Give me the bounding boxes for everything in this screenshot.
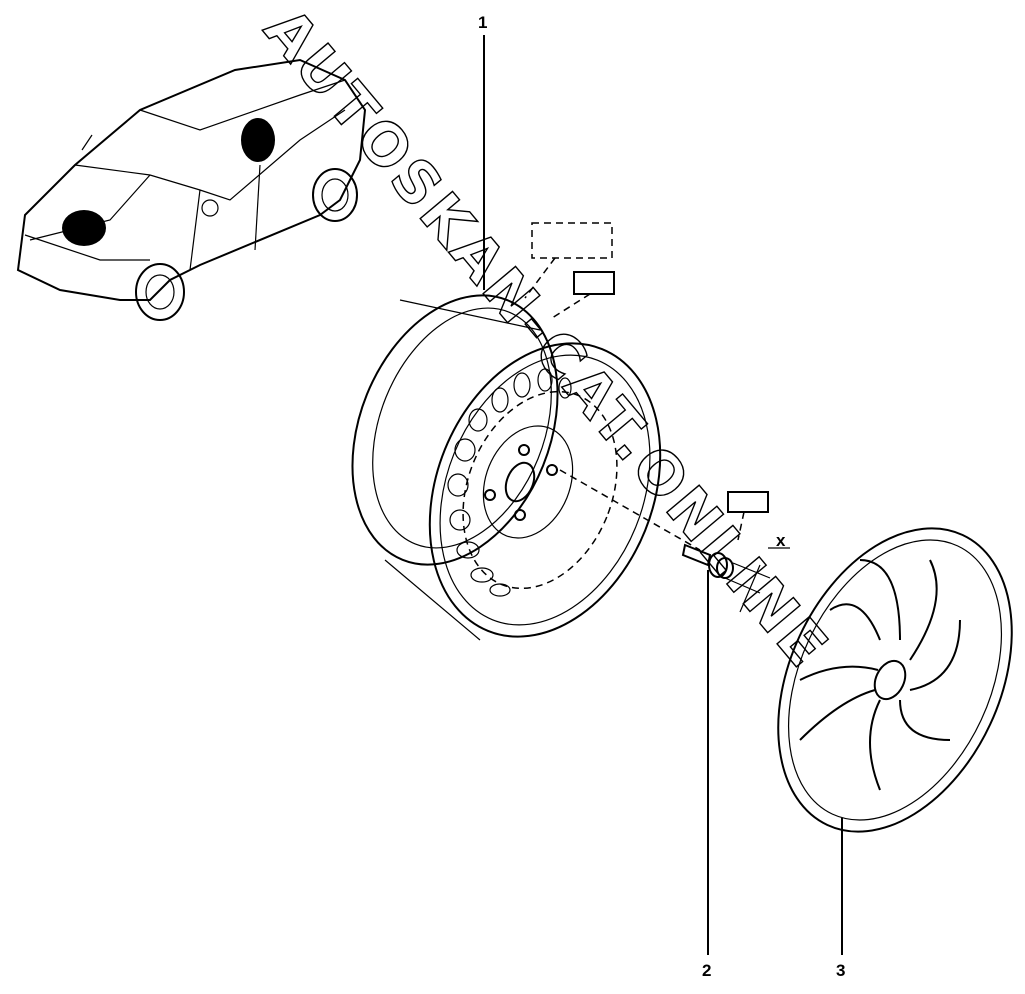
highlight-marker-rear — [241, 118, 275, 162]
car-overview-illustration — [16, 58, 367, 321]
highlight-marker-front — [62, 210, 106, 246]
wheel-bolt-illustration — [681, 543, 790, 613]
wheel-rim-illustration — [351, 294, 662, 641]
optional-label-box — [531, 222, 613, 259]
watermark: AUTOSKAN-CAT.ONLINE — [251, 0, 843, 682]
hubcap-illustration — [777, 527, 1013, 833]
callout-1: 1 — [478, 13, 487, 32]
label-box — [573, 271, 615, 295]
callout-2: 2 — [702, 961, 711, 980]
callout-3: 3 — [836, 961, 845, 980]
dimension-label: x — [776, 531, 786, 550]
bolt-label-box — [727, 491, 769, 513]
